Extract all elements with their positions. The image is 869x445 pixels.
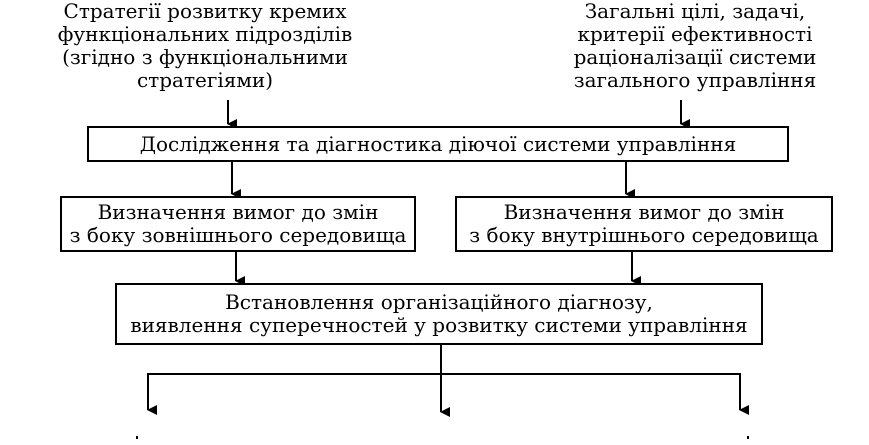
source-left-line-1: Стратегії розвитку крeмих [63,0,347,23]
organizational-diagnosis-box: Встановлення організаційного діагнозу, в… [115,283,763,345]
internal-box-line-1: Визначення вимог до змін [503,200,785,224]
diagnosis-box-line-2: виявлення суперечностей у розвитку систе… [130,313,748,337]
mark-bottom-left [136,436,138,439]
source-right-line-2: критерії ефективності [577,22,813,46]
external-requirements-box: Визначення вимог до змін з боку зовнішнь… [60,196,416,252]
source-left-line-4: стратегіями) [136,68,274,92]
internal-requirements-box: Визначення вимог до змін з боку внутрішн… [455,196,833,252]
source-right-line-4: загального управління [573,68,817,92]
source-general-goals: Загальні цілі, задачі, критерії ефективн… [545,0,845,92]
source-right-line-3: раціоналізації системи [573,45,817,69]
external-box-line-1: Визначення вимог до змін [97,200,379,224]
mark-bottom-right [747,436,749,439]
source-left-line-3: (згідно з функціональними [62,45,348,69]
external-box-line-2: з боку зовнішнього середовища [69,223,407,247]
diagnosis-box-line-1: Встановлення організаційного діагнозу, [225,290,653,314]
source-right-line-1: Загальні цілі, задачі, [584,0,806,23]
source-left-line-2: функціональних підрозділів [57,22,353,46]
internal-box-line-2: з боку внутрішнього середовища [469,223,819,247]
research-diagnostics-box: Дослідження та діагностика діючої систем… [87,126,789,162]
source-functional-strategies: Стратегії розвитку крeмих функціональних… [30,0,380,92]
research-box-line-1: Дослідження та діагностика діючої систем… [139,131,737,156]
